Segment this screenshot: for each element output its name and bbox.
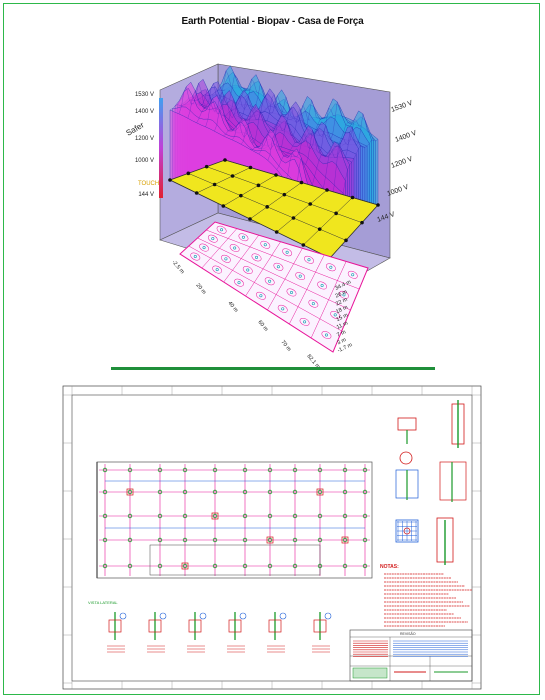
- earth-potential-3d-plot: 1530 V 1400 V 1200 V 1000 V 144 V 1530 V 1400…: [125, 63, 418, 370]
- page-frame: [3, 3, 540, 695]
- notes-title: NOTAS:: [380, 564, 399, 570]
- depth-tick-label: 3 m: [336, 337, 347, 346]
- plan-nodes: [102, 467, 368, 570]
- depth-tick-label: 22 m: [335, 297, 349, 308]
- left-color-bar: [159, 98, 163, 198]
- plan-grid: [96, 462, 370, 578]
- depth-tick-label: 15 m: [336, 312, 350, 323]
- depth-tick-label: 26 m: [335, 289, 349, 300]
- legend-title: VISTA LATERAL: [88, 600, 118, 605]
- left-tick-label: 1200 V: [135, 136, 154, 142]
- touch-label: TOUCH: [138, 181, 159, 187]
- left-tick-label: 1530 V: [135, 92, 154, 98]
- depth-tick-label: 18 m: [335, 304, 349, 315]
- section-separator: [111, 367, 435, 370]
- left-axis-ticks: 1530 V 1400 V 1200 V 1000 V 144 V: [135, 92, 154, 198]
- notes-lines: [384, 573, 472, 627]
- bottom-detail-symbols: [107, 612, 332, 653]
- left-tick-label: 144 V: [138, 192, 154, 198]
- title-block-header: REVISÃO: [400, 631, 416, 636]
- left-tick-label: 1000 V: [135, 158, 154, 164]
- title-block: REVISÃO: [349, 629, 473, 682]
- page-title: Earth Potential - Biopav - Casa de Força: [181, 16, 364, 27]
- depth-tick-label: 11 m: [336, 320, 350, 331]
- ground-mesh-grid: [179, 221, 369, 353]
- depth-tick-label: 7 m: [336, 329, 347, 338]
- detail-drawings: [395, 400, 467, 565]
- border-ticks: [63, 386, 481, 689]
- plate-grid: [168, 158, 380, 260]
- left-tick-label: 1400 V: [135, 109, 154, 115]
